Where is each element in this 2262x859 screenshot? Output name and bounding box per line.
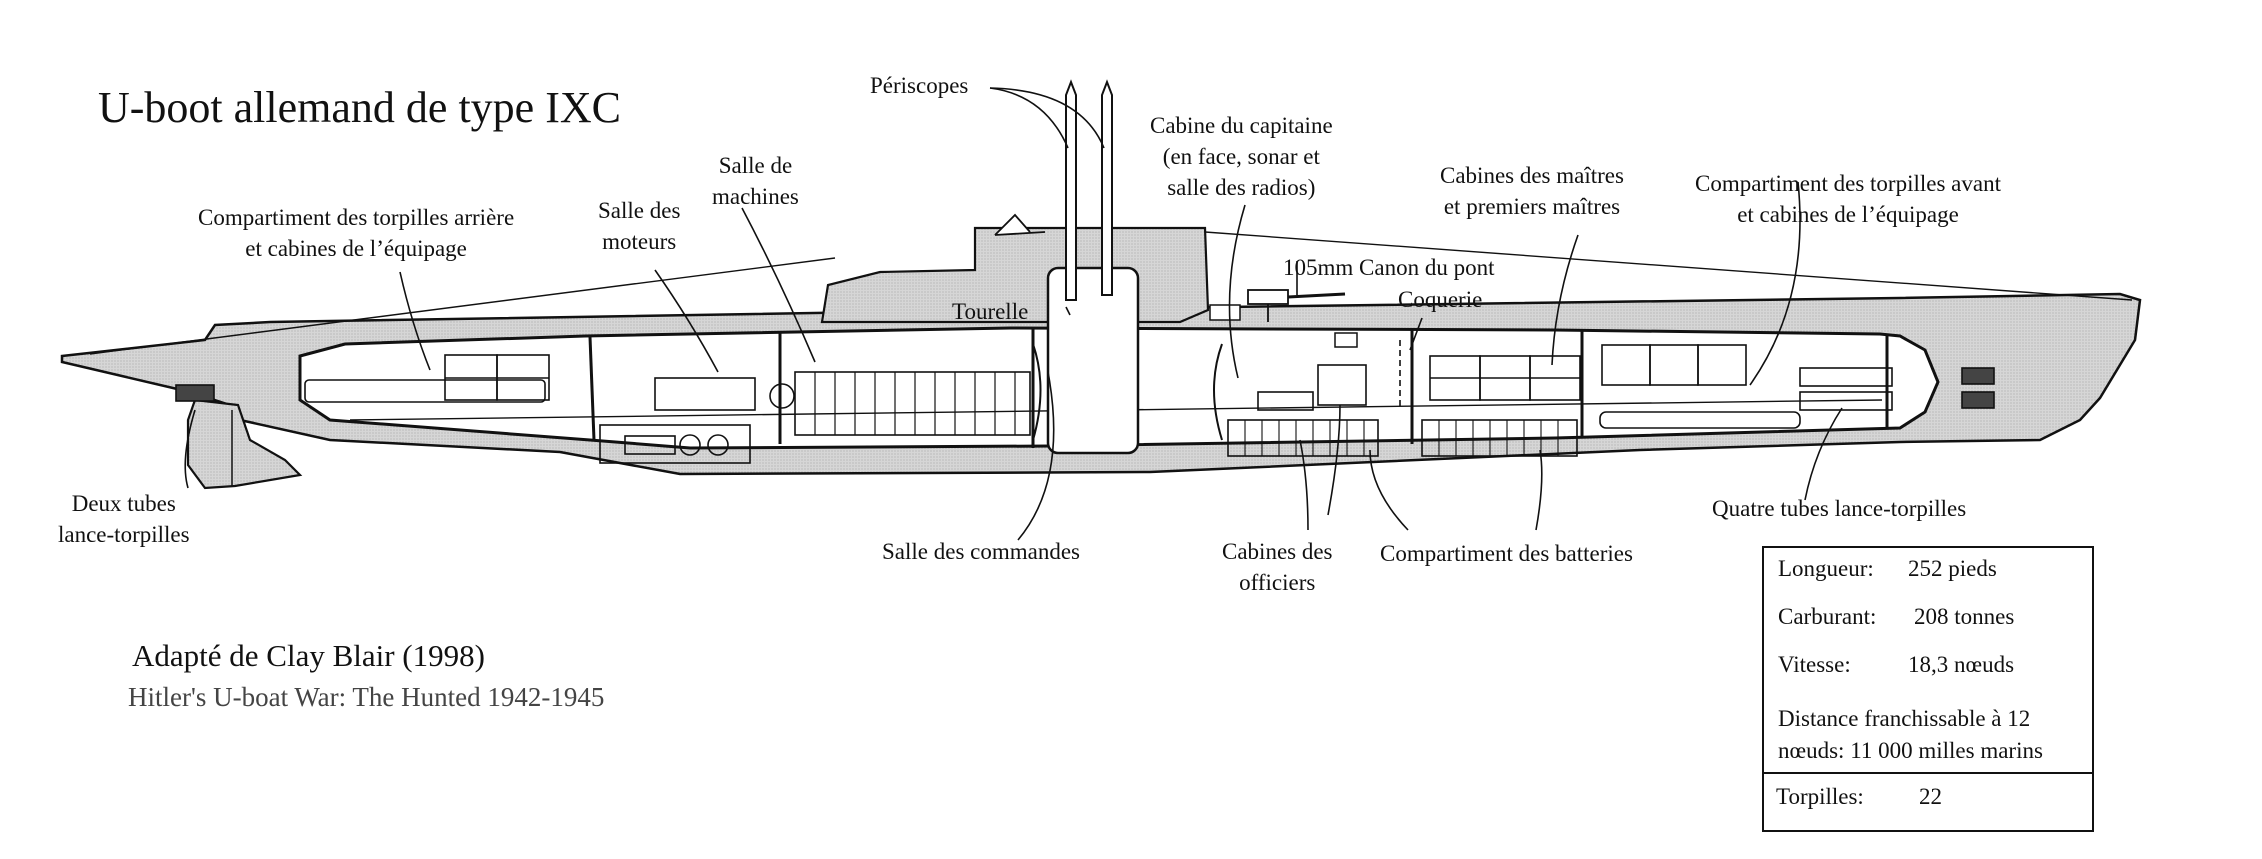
label-forward-tubes: Quatre tubes lance-torpilles — [1712, 496, 1967, 521]
jumping-wires — [89, 231, 2133, 355]
spec-fuel: Carburant: 208 tonnes — [1778, 604, 2015, 629]
spec-divider — [1764, 772, 2092, 774]
credit-book-title: Hitler's U-boat War: The Hunted 1942-194… — [128, 682, 605, 712]
label-forward-torpedo-room: Compartiment des torpilles avant et cabi… — [1695, 171, 2001, 227]
label-motor-room: Salle des moteurs — [598, 198, 681, 254]
spec-speed: Vitesse: 18,3 nœuds — [1778, 652, 2015, 677]
spec-length: Longueur: 252 pieds — [1778, 556, 1997, 581]
label-deck-gun: 105mm Canon du pont — [1283, 255, 1495, 280]
label-officers-cabins: Cabines des officiers — [1222, 539, 1333, 595]
periscopes — [1065, 79, 1113, 301]
spec-range: Distance franchissable à 12 nœuds: 11 00… — [1778, 706, 2043, 763]
credit-source: Adapté de Clay Blair (1998) — [132, 638, 485, 673]
label-galley: Coquerie — [1398, 287, 1483, 312]
label-petty-officers: Cabines des maîtres et premiers maîtres — [1440, 163, 1624, 219]
leader-lines — [184, 87, 1843, 541]
label-engine-room: Salle de machines — [712, 153, 799, 209]
label-aft-tubes: Deux tubes lance-torpilles — [58, 491, 190, 547]
diagram-title: U-boot allemand de type IXC — [98, 83, 621, 132]
spec-torpedoes: Torpilles: 22 — [1776, 784, 1942, 809]
deck-equipment — [994, 213, 1346, 322]
label-battery-compartment: Compartiment des batteries — [1380, 541, 1633, 566]
label-captain-cabin: Cabine du capitaine (en face, sonar et s… — [1150, 113, 1333, 200]
label-control-room: Salle des commandes — [882, 539, 1081, 564]
label-tower: Tourelle — [952, 299, 1029, 324]
label-aft-torpedo-room: Compartiment des torpilles arrière et ca… — [198, 205, 515, 261]
label-periscopes: Périscopes — [870, 73, 969, 98]
specs-box: Longueur: 252 pieds Carburant: 208 tonne… — [1762, 546, 2094, 832]
